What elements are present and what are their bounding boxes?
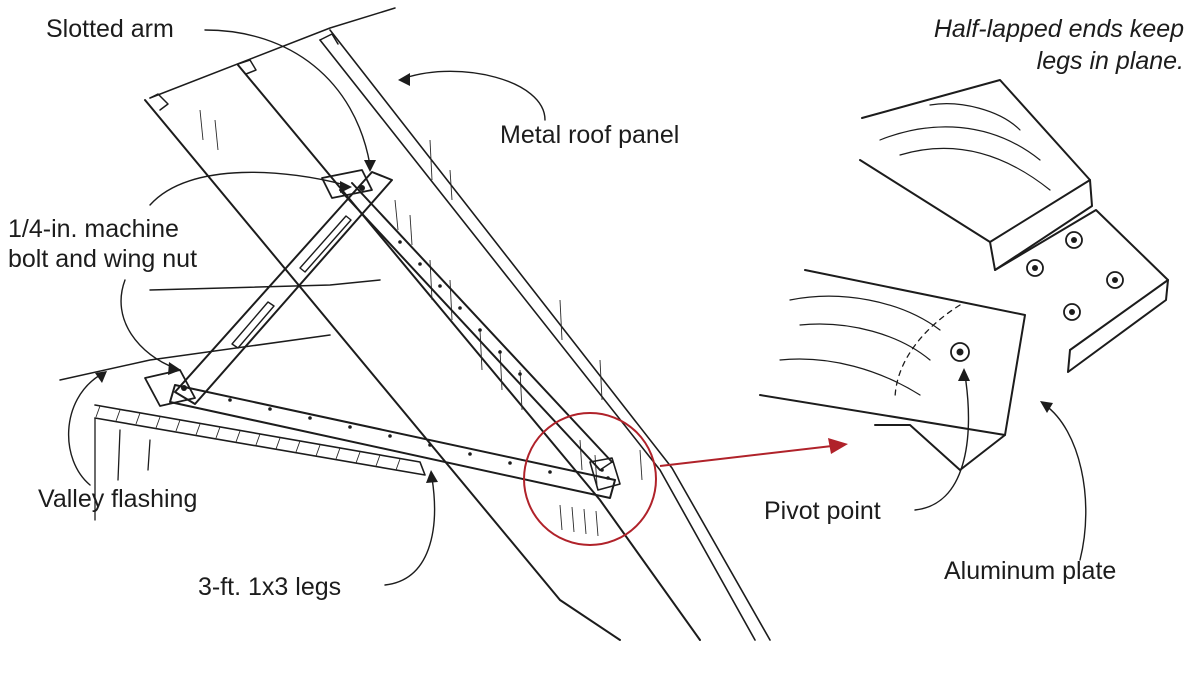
label-note-line2: legs in plane. xyxy=(1036,47,1184,75)
wing-nut-icon xyxy=(359,185,365,191)
roof-scene xyxy=(59,7,848,641)
label-slotted-arm: Slotted arm xyxy=(46,15,174,43)
detail-callout-circle xyxy=(523,412,657,546)
valley-flashing xyxy=(94,404,426,521)
plate-bolt-icons xyxy=(1026,231,1124,321)
label-bolt-line2: bolt and wing nut xyxy=(8,245,198,273)
pivot-detail xyxy=(759,79,1169,561)
label-legs: 3-ft. 1x3 legs xyxy=(198,573,342,601)
panel-shading xyxy=(199,109,643,486)
aluminum-plate-detail xyxy=(994,209,1169,373)
label-valley-flashing: Valley flashing xyxy=(38,485,198,513)
leader-lines-right xyxy=(914,368,1087,561)
label-aluminum-plate: Aluminum plate xyxy=(944,557,1117,585)
upper-leg-detail xyxy=(859,79,1093,271)
lower-leg-detail xyxy=(759,269,1026,471)
brace-leg-upper xyxy=(339,182,613,471)
slotted-arm xyxy=(174,169,393,405)
bolt-icon xyxy=(181,385,187,391)
label-bolt-line1: 1/4-in. machine xyxy=(8,215,179,243)
label-note-line1: Half-lapped ends keep xyxy=(933,15,1184,43)
detail-callout-arrow xyxy=(659,438,848,467)
label-metal-roof-panel: Metal roof panel xyxy=(500,121,680,149)
brace-pivot-end xyxy=(559,457,621,537)
pivot-bolt-icon xyxy=(950,342,970,362)
leader-lines-left xyxy=(67,29,546,586)
label-pivot-point: Pivot point xyxy=(764,497,881,525)
